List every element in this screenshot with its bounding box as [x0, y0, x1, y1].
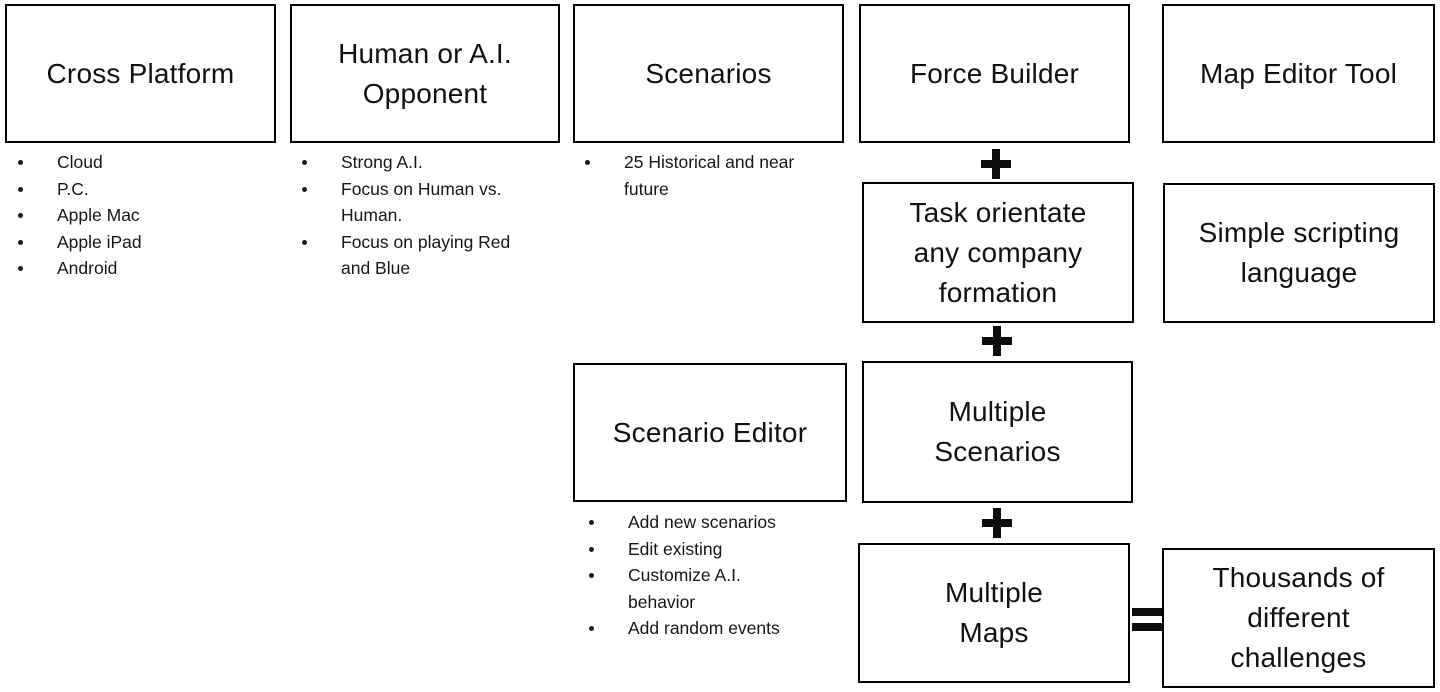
list-item-text: Cloud — [57, 152, 103, 172]
box-task-orientate: Task orientate any company formation — [862, 182, 1134, 323]
box-simple-scripting: Simple scripting language — [1163, 183, 1435, 323]
box-map-editor-tool: Map Editor Tool — [1162, 4, 1435, 143]
bullet-icon — [18, 213, 23, 218]
list-item: Focus on Human vs. Human. — [302, 176, 554, 229]
box-cross-platform: Cross Platform — [5, 4, 276, 143]
box-scenarios: Scenarios — [573, 4, 844, 143]
list-item-text: Apple iPad — [57, 231, 142, 252]
human-ai-opponent-list: Strong A.I. Focus on Human vs. Human. Fo… — [302, 149, 554, 282]
list-item-text: Add new scenarios — [628, 512, 776, 532]
bullet-icon — [585, 160, 590, 165]
scenario-editor-list: Add new scenarios Edit existing Customiz… — [589, 509, 841, 642]
list-item: Focus on playing Red and Blue — [302, 229, 554, 282]
bullet-icon — [589, 573, 594, 578]
list-item: Strong A.I. — [302, 149, 554, 176]
box-multiple-maps: Multiple Maps — [858, 543, 1130, 683]
box-force-builder: Force Builder — [859, 4, 1130, 143]
list-item: Add new scenarios — [589, 509, 841, 536]
list-item: Apple Mac — [18, 202, 268, 229]
list-item: Add random events — [589, 615, 841, 642]
plus-icon — [982, 326, 1012, 356]
box-task-orientate-title: Task orientate any company formation — [909, 196, 1087, 308]
list-item-text: 25 Historical and near future — [624, 152, 795, 199]
bullet-icon — [302, 160, 307, 165]
bullet-icon — [18, 186, 23, 192]
box-simple-scripting-title: Simple scripting language — [1198, 217, 1400, 288]
bullet-icon — [302, 186, 307, 192]
box-cross-platform-title: Cross Platform — [46, 57, 235, 89]
list-item: P.C. — [18, 176, 268, 203]
list-item-text: Focus on Human vs. Human. — [341, 178, 502, 226]
box-thousands-challenges: Thousands of different challenges — [1162, 548, 1435, 688]
list-item-text: Customize A.I. behavior — [628, 565, 741, 612]
list-item-text: Focus on playing Red and Blue — [341, 231, 511, 279]
bullet-icon — [302, 239, 307, 245]
cross-platform-list: Cloud P.C. Apple Mac Apple iPad Android — [18, 149, 268, 282]
box-scenarios-title: Scenarios — [645, 57, 772, 89]
list-item: Cloud — [18, 149, 268, 176]
list-item-text: Add random events — [628, 618, 780, 638]
list-item: Edit existing — [589, 536, 841, 563]
bullet-icon — [18, 160, 23, 165]
box-multiple-scenarios: Multiple Scenarios — [862, 361, 1133, 503]
list-item: 25 Historical and near future — [585, 149, 837, 202]
bullet-icon — [18, 239, 23, 245]
list-item: Apple iPad — [18, 229, 268, 256]
plus-icon — [981, 149, 1011, 179]
list-item-text: Apple Mac — [57, 205, 140, 225]
bullet-icon — [589, 546, 594, 552]
box-thousands-challenges-title: Thousands of different challenges — [1212, 562, 1385, 673]
list-item-text: P.C. — [57, 178, 89, 199]
list-item: Customize A.I. behavior — [589, 562, 841, 615]
box-map-editor-tool-title: Map Editor Tool — [1199, 57, 1398, 89]
box-human-ai-opponent: Human or A.I. Opponent — [290, 4, 560, 143]
box-human-ai-opponent-title: Human or A.I. Opponent — [338, 37, 512, 109]
list-item-text: Edit existing — [628, 538, 723, 559]
bullet-icon — [589, 626, 594, 631]
equals-icon — [1132, 608, 1162, 631]
plus-icon — [982, 508, 1012, 538]
box-multiple-maps-title: Multiple Maps — [944, 577, 1044, 648]
box-scenario-editor: Scenario Editor — [573, 363, 847, 502]
bullet-icon — [18, 266, 23, 271]
list-item-text: Android — [57, 258, 118, 278]
box-force-builder-title: Force Builder — [909, 57, 1080, 89]
scenarios-list: 25 Historical and near future — [585, 149, 837, 202]
list-item: Android — [18, 255, 268, 282]
bullet-icon — [589, 520, 594, 525]
box-scenario-editor-title: Scenario Editor — [612, 416, 808, 448]
box-multiple-scenarios-title: Multiple Scenarios — [934, 396, 1061, 467]
list-item-text: Strong A.I. — [341, 152, 423, 172]
